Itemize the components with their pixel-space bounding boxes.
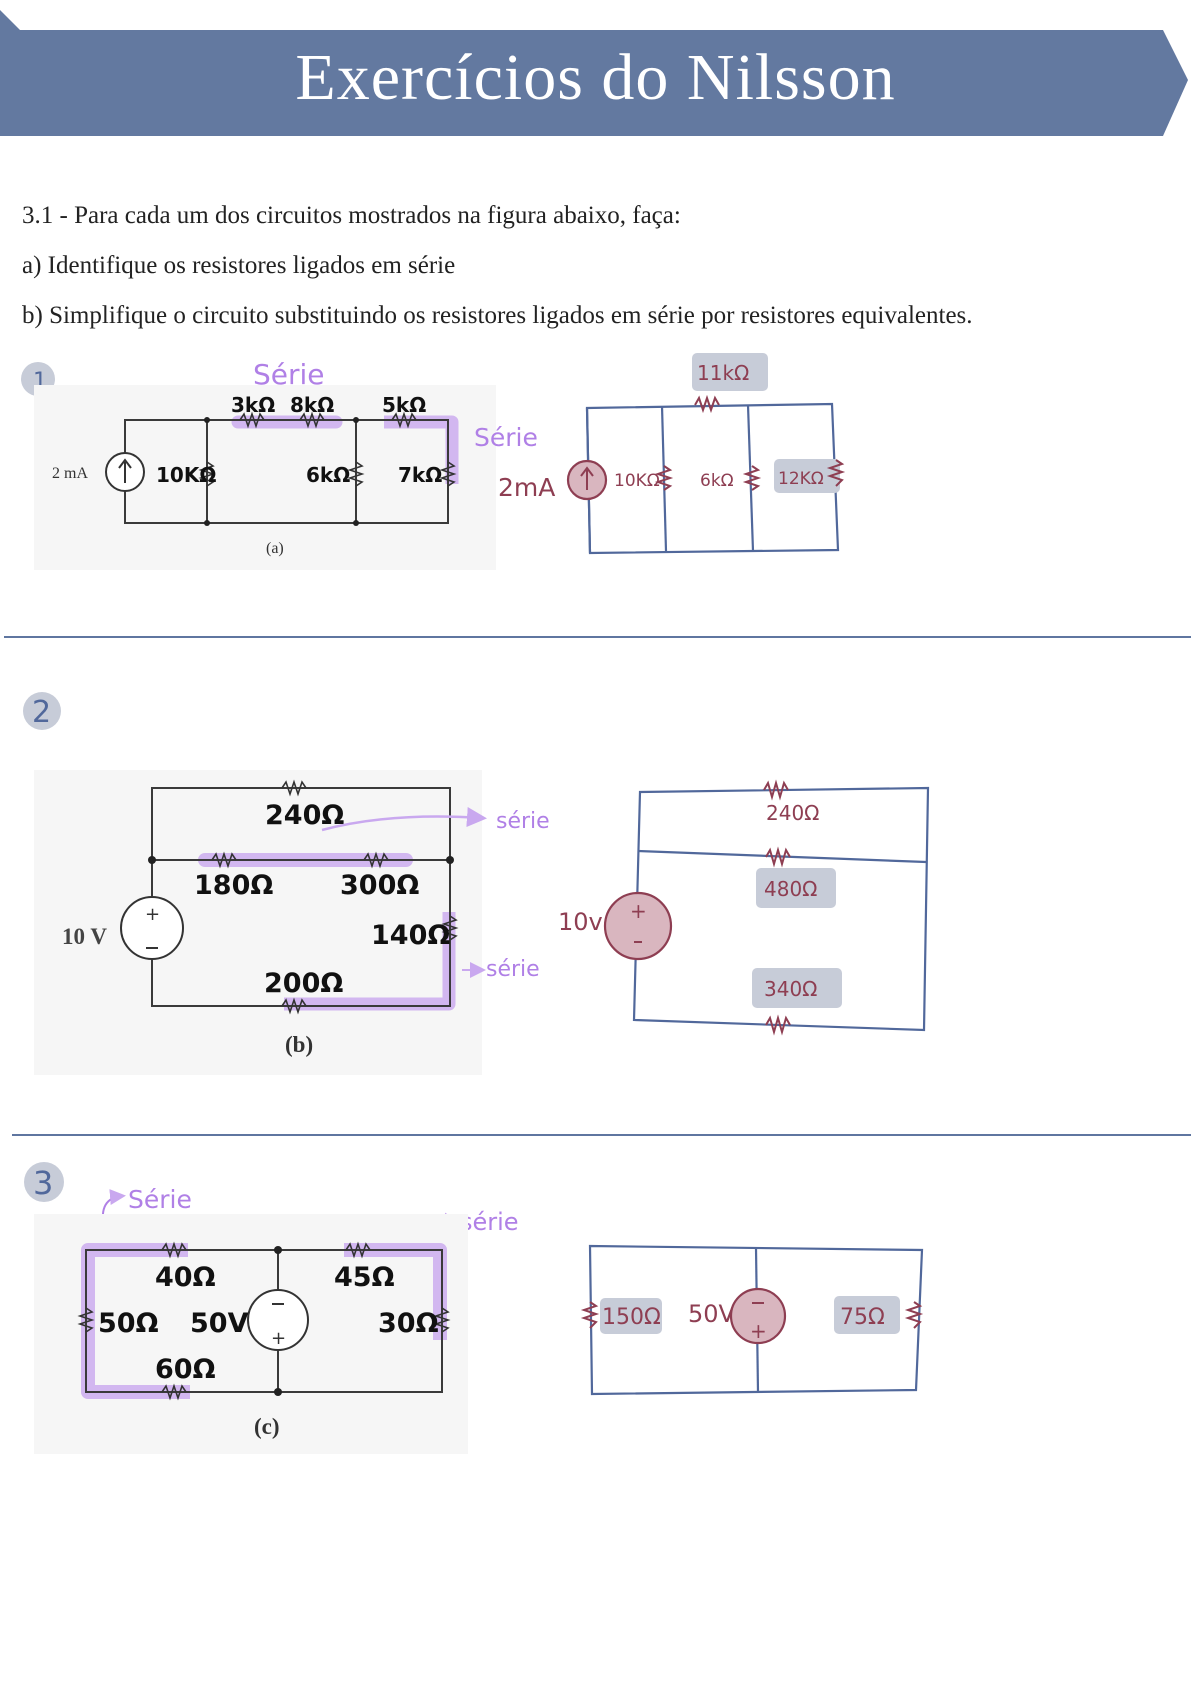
question-b: b) Simplifique o circuito substituindo o… <box>22 302 973 329</box>
number-badge-label: 3 <box>33 1164 53 1202</box>
banner-corner <box>0 10 20 30</box>
banner-shape <box>0 30 1188 136</box>
resistor-label: 150Ω <box>602 1305 661 1330</box>
serie-note: Série <box>253 358 325 391</box>
figure-caption: (c) <box>254 1414 280 1439</box>
voltage-source <box>247 1289 309 1351</box>
resistor-label: 10KΩ <box>614 471 660 491</box>
resistor-label: 7kΩ <box>398 463 442 487</box>
resistor-label: 40Ω <box>155 1262 216 1293</box>
resistor-label: 12KΩ <box>778 469 824 489</box>
voltage-source <box>120 896 184 960</box>
resistor-label: 3kΩ <box>231 393 275 417</box>
resistor-label: 200Ω <box>264 968 343 999</box>
resistor-label: 480Ω <box>764 877 817 901</box>
resistor-label: 11kΩ <box>697 361 749 385</box>
svg-text:+: + <box>750 1319 767 1343</box>
box <box>774 459 840 493</box>
number-badge <box>23 692 61 730</box>
number-badge-label: 2 <box>32 695 51 730</box>
question-intro: 3.1 - Para cada um dos circuitos mostrad… <box>22 202 681 229</box>
circuit-3: 3 Série série + 40Ω 45Ω 50Ω 50V 30Ω <box>24 1162 924 1454</box>
serie-note: série <box>496 809 550 834</box>
svg-text:+: + <box>271 1328 286 1349</box>
resistor-label: 180Ω <box>194 870 273 901</box>
source-label: 50V <box>190 1308 249 1339</box>
serie-note: série <box>460 1208 519 1236</box>
resistor-label: 10KΩ <box>156 463 216 487</box>
resistor-label: 8kΩ <box>290 393 334 417</box>
circuit-1: 1 Série 3kΩ <box>21 353 846 570</box>
arrow <box>321 807 487 832</box>
resistor-label: 240Ω <box>766 801 819 825</box>
resistor-label: 50Ω <box>98 1308 159 1339</box>
resistor-label: 340Ω <box>764 977 817 1001</box>
resistor-label: 6kΩ <box>700 471 734 491</box>
source-label: 2 mA <box>52 465 88 482</box>
serie-note: série <box>486 957 540 982</box>
source-label: 50V <box>688 1300 736 1328</box>
source-label: 10 V <box>62 924 107 949</box>
resistor-label: 140Ω <box>371 920 450 951</box>
question-a: a) Identifique os resistores ligados em … <box>22 252 456 279</box>
circuit-2: 2 + 240Ω série 180Ω 300Ω 10 V 140Ω sér <box>23 692 930 1075</box>
resistor-label: 75Ω <box>840 1305 885 1330</box>
serie-note: Série <box>474 423 538 452</box>
resistor-label: 300Ω <box>340 870 419 901</box>
box <box>600 1298 662 1334</box>
resistor-label: 60Ω <box>155 1354 216 1385</box>
source-label: 2mA <box>498 473 555 502</box>
resistor-label: 6kΩ <box>306 463 350 487</box>
serie-note: Série <box>128 1185 192 1214</box>
resistor-label: 45Ω <box>334 1262 395 1293</box>
number-badge <box>24 1162 64 1202</box>
section-divider <box>4 636 1191 638</box>
resistor-label: 30Ω <box>378 1308 439 1339</box>
page-title: Exercícios do Nilsson <box>295 41 896 114</box>
source-label: 10v <box>558 908 603 936</box>
figure-caption: (a) <box>266 540 284 557</box>
resistor-label: 5kΩ <box>382 393 426 417</box>
voltage-source <box>729 1287 787 1345</box>
figure-b <box>34 770 482 1075</box>
box <box>834 1296 900 1334</box>
resistor-label: 240Ω <box>265 800 344 831</box>
svg-text:+: + <box>145 904 160 925</box>
section-divider <box>12 1134 1191 1136</box>
svg-text:+: + <box>630 899 647 923</box>
title-banner <box>0 10 1188 136</box>
box <box>752 968 842 1008</box>
voltage-source <box>603 891 673 961</box>
box <box>756 868 836 908</box>
box <box>692 353 768 391</box>
figure-caption: (b) <box>285 1032 313 1057</box>
